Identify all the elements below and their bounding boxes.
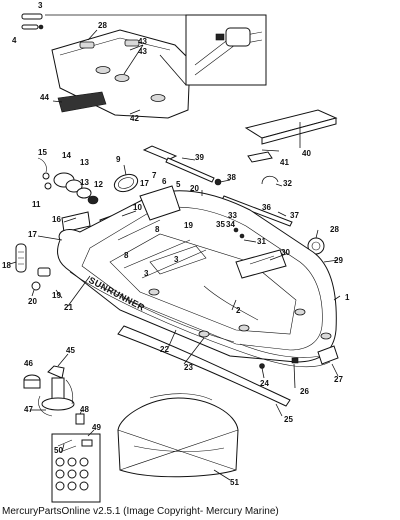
callout-37: 37 (290, 211, 299, 220)
callout-17b: 17 (28, 230, 37, 239)
callout-51: 51 (230, 478, 239, 487)
callout-17a: 17 (140, 179, 149, 188)
callout-26: 26 (300, 387, 309, 396)
callout-41: 41 (280, 158, 289, 167)
callout-22: 22 (160, 345, 169, 354)
callout-19b: 19 (52, 291, 61, 300)
plate-41 (247, 151, 273, 163)
callout-43a: 43 (138, 37, 147, 46)
callout-32: 32 (283, 179, 292, 188)
callout-3b: 3 (144, 269, 149, 278)
callout-9: 9 (116, 155, 121, 164)
handle-18 (15, 243, 27, 273)
callout-10: 10 (133, 203, 142, 212)
callout-35: 35 (216, 220, 225, 229)
callout-28: 28 (330, 225, 339, 234)
callout-28-floor: 28 (98, 21, 107, 30)
callout-24: 24 (260, 379, 269, 388)
callout-7: 7 (152, 171, 157, 180)
callout-3a: 3 (38, 1, 43, 10)
callout-48: 48 (80, 405, 89, 414)
callout-15: 15 (38, 148, 47, 157)
callout-36: 36 (262, 203, 271, 212)
callout-21: 21 (64, 303, 73, 312)
callout-27: 27 (334, 375, 343, 384)
callout-38: 38 (227, 173, 236, 182)
callout-33: 33 (228, 211, 237, 220)
ring-20 (31, 281, 41, 291)
seat-40 (244, 109, 338, 145)
callout-44: 44 (40, 93, 49, 102)
callout-49: 49 (92, 423, 101, 432)
callout-2: 2 (236, 306, 241, 315)
pump-48 (75, 413, 85, 425)
callout-47: 47 (24, 405, 33, 414)
callout-46: 46 (24, 359, 33, 368)
callout-16: 16 (52, 215, 61, 224)
callout-42: 42 (130, 114, 139, 123)
callout-23: 23 (184, 363, 193, 372)
callout-8b: 8 (124, 251, 129, 260)
oar-39 (142, 145, 215, 183)
callout-20a: 20 (190, 184, 199, 193)
callout-20b: 20 (28, 297, 37, 306)
callout-4: 4 (12, 36, 17, 45)
callout-14: 14 (62, 151, 71, 160)
callout-6: 6 (162, 177, 167, 186)
callout-25: 25 (284, 415, 293, 424)
callout-43b: 43 (138, 47, 147, 56)
exploded-parts-diagram: SUNRUNNER (2, 1, 350, 503)
strip-44 (57, 91, 107, 113)
callout-29: 29 (334, 256, 343, 265)
keel-strip-25 (117, 325, 291, 407)
callout-45: 45 (66, 346, 75, 355)
pump-45 (38, 365, 75, 417)
callout-13b: 13 (80, 178, 89, 187)
callout-31: 31 (257, 237, 266, 246)
clip-32 (261, 175, 279, 185)
pump-hose-46 (23, 374, 41, 389)
callout-1: 1 (345, 293, 350, 302)
storage-bag-51 (117, 393, 239, 478)
callout-13a: 13 (80, 158, 89, 167)
repair-kit-49 (51, 433, 101, 503)
detail-inset (45, 14, 267, 86)
callout-labels: 1 2 3 3 3 4 5 6 7 8 8 9 10 11 12 13 13 1… (2, 1, 350, 487)
copyright-footer: MercuryPartsOnline v2.5.1 (Image Copyrig… (2, 506, 279, 517)
callout-3c: 3 (174, 255, 179, 264)
callout-18: 18 (2, 261, 11, 270)
callout-8a: 8 (155, 225, 160, 234)
valve-9 (113, 173, 139, 193)
callout-34: 34 (226, 220, 235, 229)
callout-30: 30 (281, 248, 290, 257)
callout-39: 39 (195, 153, 204, 162)
callout-19a: 19 (184, 221, 193, 230)
callout-11: 11 (32, 200, 41, 209)
callout-50: 50 (54, 446, 63, 455)
pin-4 (21, 24, 44, 30)
callout-40: 40 (302, 149, 311, 158)
valve-kit (37, 157, 99, 205)
leader-lines (9, 29, 341, 481)
pin-3 (21, 13, 43, 20)
patch-8 (37, 267, 51, 277)
callout-12: 12 (94, 180, 103, 189)
plate-16 (61, 211, 91, 233)
callout-5: 5 (176, 180, 181, 189)
